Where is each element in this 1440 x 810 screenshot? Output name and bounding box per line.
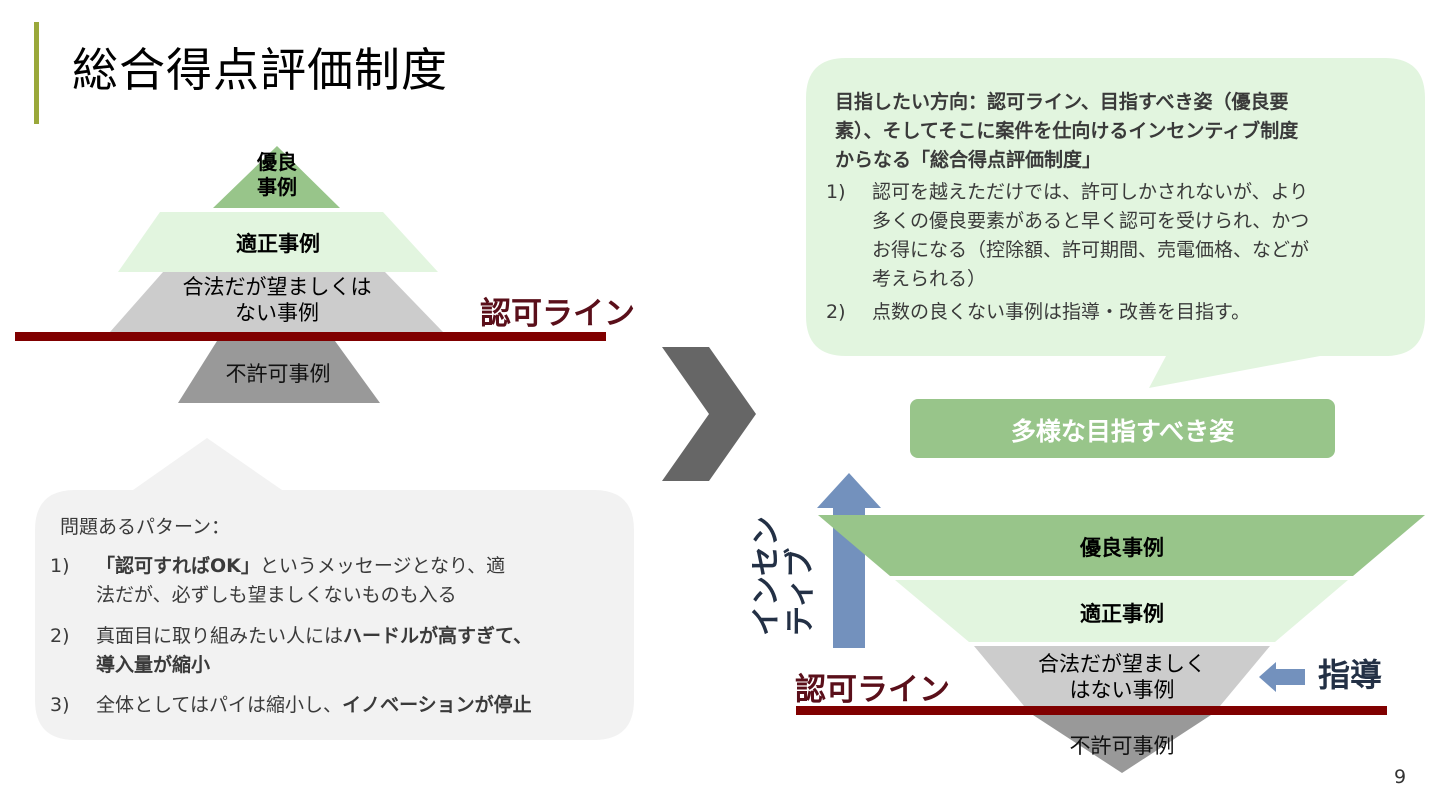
item-number: 3) [50, 694, 70, 716]
label-line: はない事例 [1069, 678, 1175, 702]
item-line: 認可を越えただけでは、許可しかされないが、より [872, 181, 1309, 203]
target-box-label: 多様な目指すべき姿 [1010, 417, 1235, 446]
page-number: 9 [1394, 766, 1407, 788]
left-approval-line [15, 332, 606, 341]
item-line: 点数の良くない事例は指導・改善を目指す。 [872, 301, 1251, 323]
item-bold-text: 「認可すればOK」 [96, 555, 260, 577]
item-bold-text: ハードルが高すぎて、 [343, 625, 533, 647]
goal-item-2: 2) 点数の良くない事例は指導・改善を目指す。 [826, 298, 1250, 327]
item-bold-text: イノベーションが停止 [342, 694, 532, 716]
left-pyramid-excellent [213, 146, 340, 208]
right-pyramid-not-permitted [1033, 715, 1211, 773]
incentive-up-arrow-icon [817, 473, 881, 648]
right-pyramid-excellent [818, 515, 1425, 576]
left-pyramid-not-permitted [178, 341, 380, 403]
goal-heading: 目指したい方向：認可ライン、目指すべき姿（優良要 素）、そしてそこに案件を仕向け… [835, 88, 1298, 175]
page-title: 総合得点評価制度 [72, 43, 448, 97]
label-line: 合法だが望ましくは [182, 275, 372, 299]
problem-item-2: 2) 真面目に取り組みたい人にはハードルが高すぎて、 導入量が縮小 [50, 622, 610, 680]
item-number: 2) [50, 625, 70, 647]
left-level-excellent-label: 優良 事例 [237, 150, 317, 200]
right-level-excellent-label: 優良事例 [1080, 536, 1164, 560]
item-line: お得になる（控除額、許可期間、売電価格、などが [872, 239, 1310, 261]
right-pyramid-proper [895, 580, 1348, 642]
item-line: 多くの優良要素があると早く認可を受けられ、かつ [872, 210, 1310, 232]
right-level-not-permitted-label: 不許可事例 [1069, 734, 1175, 758]
left-pyramid-proper [118, 212, 438, 272]
goal-heading-line: 目指したい方向：認可ライン、目指すべき姿（優良要 [835, 91, 1289, 113]
left-level-proper-label: 適正事例 [236, 232, 320, 256]
item-text: 全体としてはパイは縮小し、 [96, 694, 343, 716]
guidance-left-arrow-icon [1259, 662, 1305, 692]
goal-heading-line: からなる「総合得点評価制度」 [835, 149, 1102, 171]
incentive-label: インセン ティブ [749, 516, 818, 636]
right-level-legal-undesirable-label: 合法だが望ましく はない事例 [992, 651, 1252, 703]
chevron-right-icon [662, 347, 756, 481]
item-text: というメッセージとなり、適 [259, 555, 506, 577]
label-line: 合法だが望ましく [1038, 652, 1206, 676]
item-text: 法だが、必ずしも望ましくないものも入る [96, 584, 457, 606]
left-pyramid-legal-undesirable [110, 272, 443, 332]
left-approval-line-label: 認可ライン [480, 296, 635, 332]
label-line: 優良 [257, 150, 297, 174]
label-line: ない事例 [235, 301, 319, 325]
item-text: 真面目に取り組みたい人には [96, 625, 344, 647]
item-number: 1) [50, 555, 70, 577]
title-accent-bar [34, 22, 39, 124]
left-level-legal-undesirable-label: 合法だが望ましくは ない事例 [137, 274, 417, 326]
right-approval-line-label: 認可ライン [795, 672, 950, 708]
label-line: 事例 [257, 175, 297, 199]
guidance-label: 指導 [1318, 656, 1383, 694]
incentive-label-line: インセン [749, 516, 784, 636]
item-number: 1) [826, 181, 846, 203]
right-pyramid-legal-undesirable [974, 646, 1270, 706]
problem-item-3: 3) 全体としてはパイは縮小し、イノベーションが停止 [50, 691, 610, 720]
right-approval-line [796, 706, 1387, 715]
problem-bubble-shape [35, 438, 634, 740]
problem-heading: 問題あるパターン： [60, 516, 231, 538]
item-line: 考えられる） [872, 268, 987, 290]
goal-heading-line: 素）、そしてそこに案件を仕向けるインセンティブ制度 [835, 120, 1299, 142]
item-number: 2) [826, 301, 846, 323]
incentive-label-line: ティブ [783, 547, 818, 636]
target-box-shape [910, 399, 1335, 458]
item-bold-text: 導入量が縮小 [96, 654, 211, 676]
problem-item-1: 1) 「認可すればOK」というメッセージとなり、適 法だが、必ずしも望ましくない… [50, 552, 610, 610]
goal-bubble-shape [806, 58, 1425, 388]
goal-item-1: 1) 認可を越えただけでは、許可しかされないが、より 多くの優良要素があると早く… [826, 178, 1309, 294]
left-level-not-permitted-label: 不許可事例 [225, 362, 331, 386]
right-level-proper-label: 適正事例 [1080, 602, 1164, 626]
